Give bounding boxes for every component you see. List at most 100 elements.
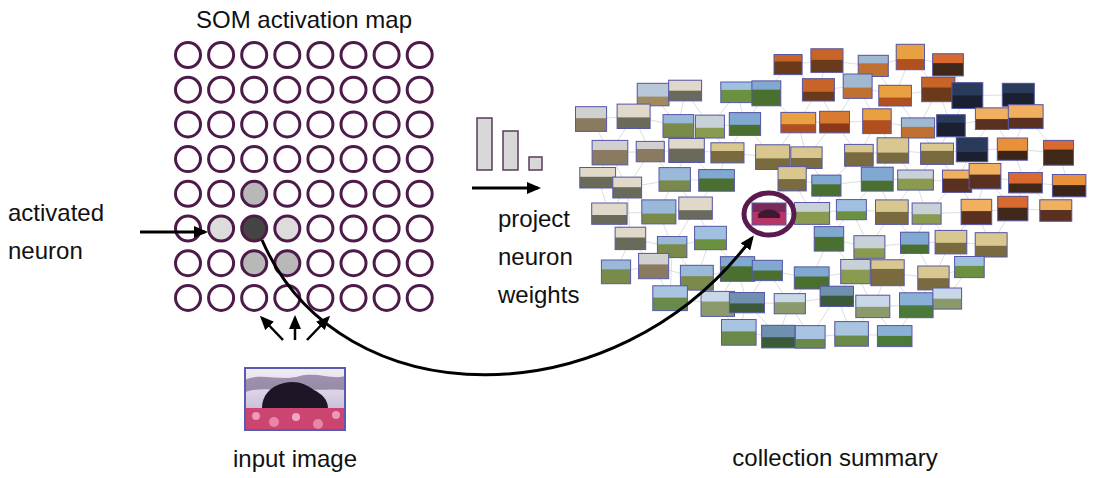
thumbnail — [592, 203, 627, 224]
input-image-box: input image — [229, 340, 362, 474]
thumbnail — [659, 168, 690, 192]
neuron-circle — [341, 181, 366, 206]
neuron-circle — [176, 181, 201, 206]
thumbnail — [601, 260, 630, 284]
neuron-circle — [242, 112, 267, 137]
neuron-circle — [209, 43, 234, 68]
thumbnail — [774, 55, 802, 75]
neuron-circle — [275, 77, 300, 102]
thumbnail — [795, 326, 825, 349]
thumbnail — [1052, 175, 1086, 197]
input-picture — [245, 368, 345, 430]
thumbnail — [975, 108, 1009, 130]
thumbnail — [1044, 140, 1074, 165]
neuron-circle — [407, 181, 432, 206]
neuron-circle — [308, 77, 333, 102]
neuron-circle — [341, 285, 366, 310]
node-label: collection summary — [732, 443, 937, 473]
thumbnail — [802, 79, 834, 101]
connector-line — [294, 318, 297, 340]
neuron-circle — [176, 147, 201, 172]
thumbnail — [613, 177, 642, 198]
thumbnail — [781, 112, 816, 132]
thumbnail — [918, 266, 949, 290]
thumbnail — [722, 320, 757, 346]
thumbnail — [812, 175, 841, 196]
thumbnail — [956, 138, 988, 162]
selected-thumbnail — [744, 193, 794, 235]
thumbnail — [794, 203, 829, 225]
weight-histogram — [477, 118, 542, 170]
neuron-circle — [242, 147, 267, 172]
thumbnail — [879, 85, 912, 106]
neuron-circle — [275, 147, 300, 172]
neuron-circle — [341, 216, 366, 241]
thumbnail — [729, 113, 760, 136]
neuron-circle — [242, 43, 267, 68]
thumbnail — [845, 144, 874, 166]
neuron-circle — [374, 285, 399, 310]
neuron-circle — [308, 285, 333, 310]
thumbnail — [863, 109, 892, 134]
thumbnail — [896, 44, 924, 69]
neuron-circle — [374, 216, 399, 241]
thumbnail — [961, 199, 992, 224]
thumbnail — [756, 145, 790, 170]
neuron-circle — [374, 77, 399, 102]
neuron-circle — [308, 251, 333, 276]
neuron-circle — [209, 251, 234, 276]
neuron-circle — [407, 285, 432, 310]
thumbnail — [752, 81, 781, 106]
thumbnail — [811, 49, 843, 73]
connector-line — [262, 318, 283, 340]
neuron-circle — [242, 77, 267, 102]
neuron-circle — [209, 285, 234, 310]
neuron-circle — [308, 112, 333, 137]
neuron-circle — [341, 251, 366, 276]
neuron-circle — [209, 216, 234, 241]
neuron-circle — [176, 43, 201, 68]
thumbnail — [856, 295, 890, 317]
neuron-circle — [176, 77, 201, 102]
thumbnail — [901, 118, 934, 138]
neuron-circle — [407, 77, 432, 102]
neuron-circle — [275, 112, 300, 137]
thumbnail — [836, 200, 866, 220]
thumbnail — [876, 200, 909, 225]
thumbnail — [580, 168, 616, 189]
thumbnail — [637, 83, 669, 106]
thumbnail — [762, 325, 796, 348]
thumbnail — [820, 286, 853, 306]
thumbnail — [871, 260, 904, 286]
neuron-circle — [374, 251, 399, 276]
neuron-circle — [308, 147, 333, 172]
som-grid — [176, 43, 433, 311]
thumbnail — [877, 326, 912, 347]
thumbnail — [791, 147, 822, 169]
node-label: SOM activation map — [196, 5, 412, 35]
neuron-circle — [209, 112, 234, 137]
thumbnail — [820, 111, 850, 133]
pointer-arrow — [140, 231, 205, 234]
thumbnail — [877, 138, 909, 163]
thumbnail — [900, 293, 934, 318]
thumbnail — [639, 253, 669, 278]
thumbnail — [969, 164, 1001, 189]
thumbnail — [617, 104, 650, 128]
neuron-circle — [209, 181, 234, 206]
thumbnail — [669, 139, 705, 163]
thumbnail — [912, 203, 941, 224]
neuron-circle — [374, 112, 399, 137]
neuron-circle — [275, 43, 300, 68]
thumbnail — [592, 140, 628, 165]
thumbnail — [669, 80, 702, 101]
thumbnail — [663, 115, 694, 138]
thumbnail — [933, 54, 964, 76]
neuron-circle — [275, 285, 300, 310]
thumbnail — [921, 143, 954, 164]
thumbnail — [843, 74, 872, 98]
neuron-circle — [176, 285, 201, 310]
